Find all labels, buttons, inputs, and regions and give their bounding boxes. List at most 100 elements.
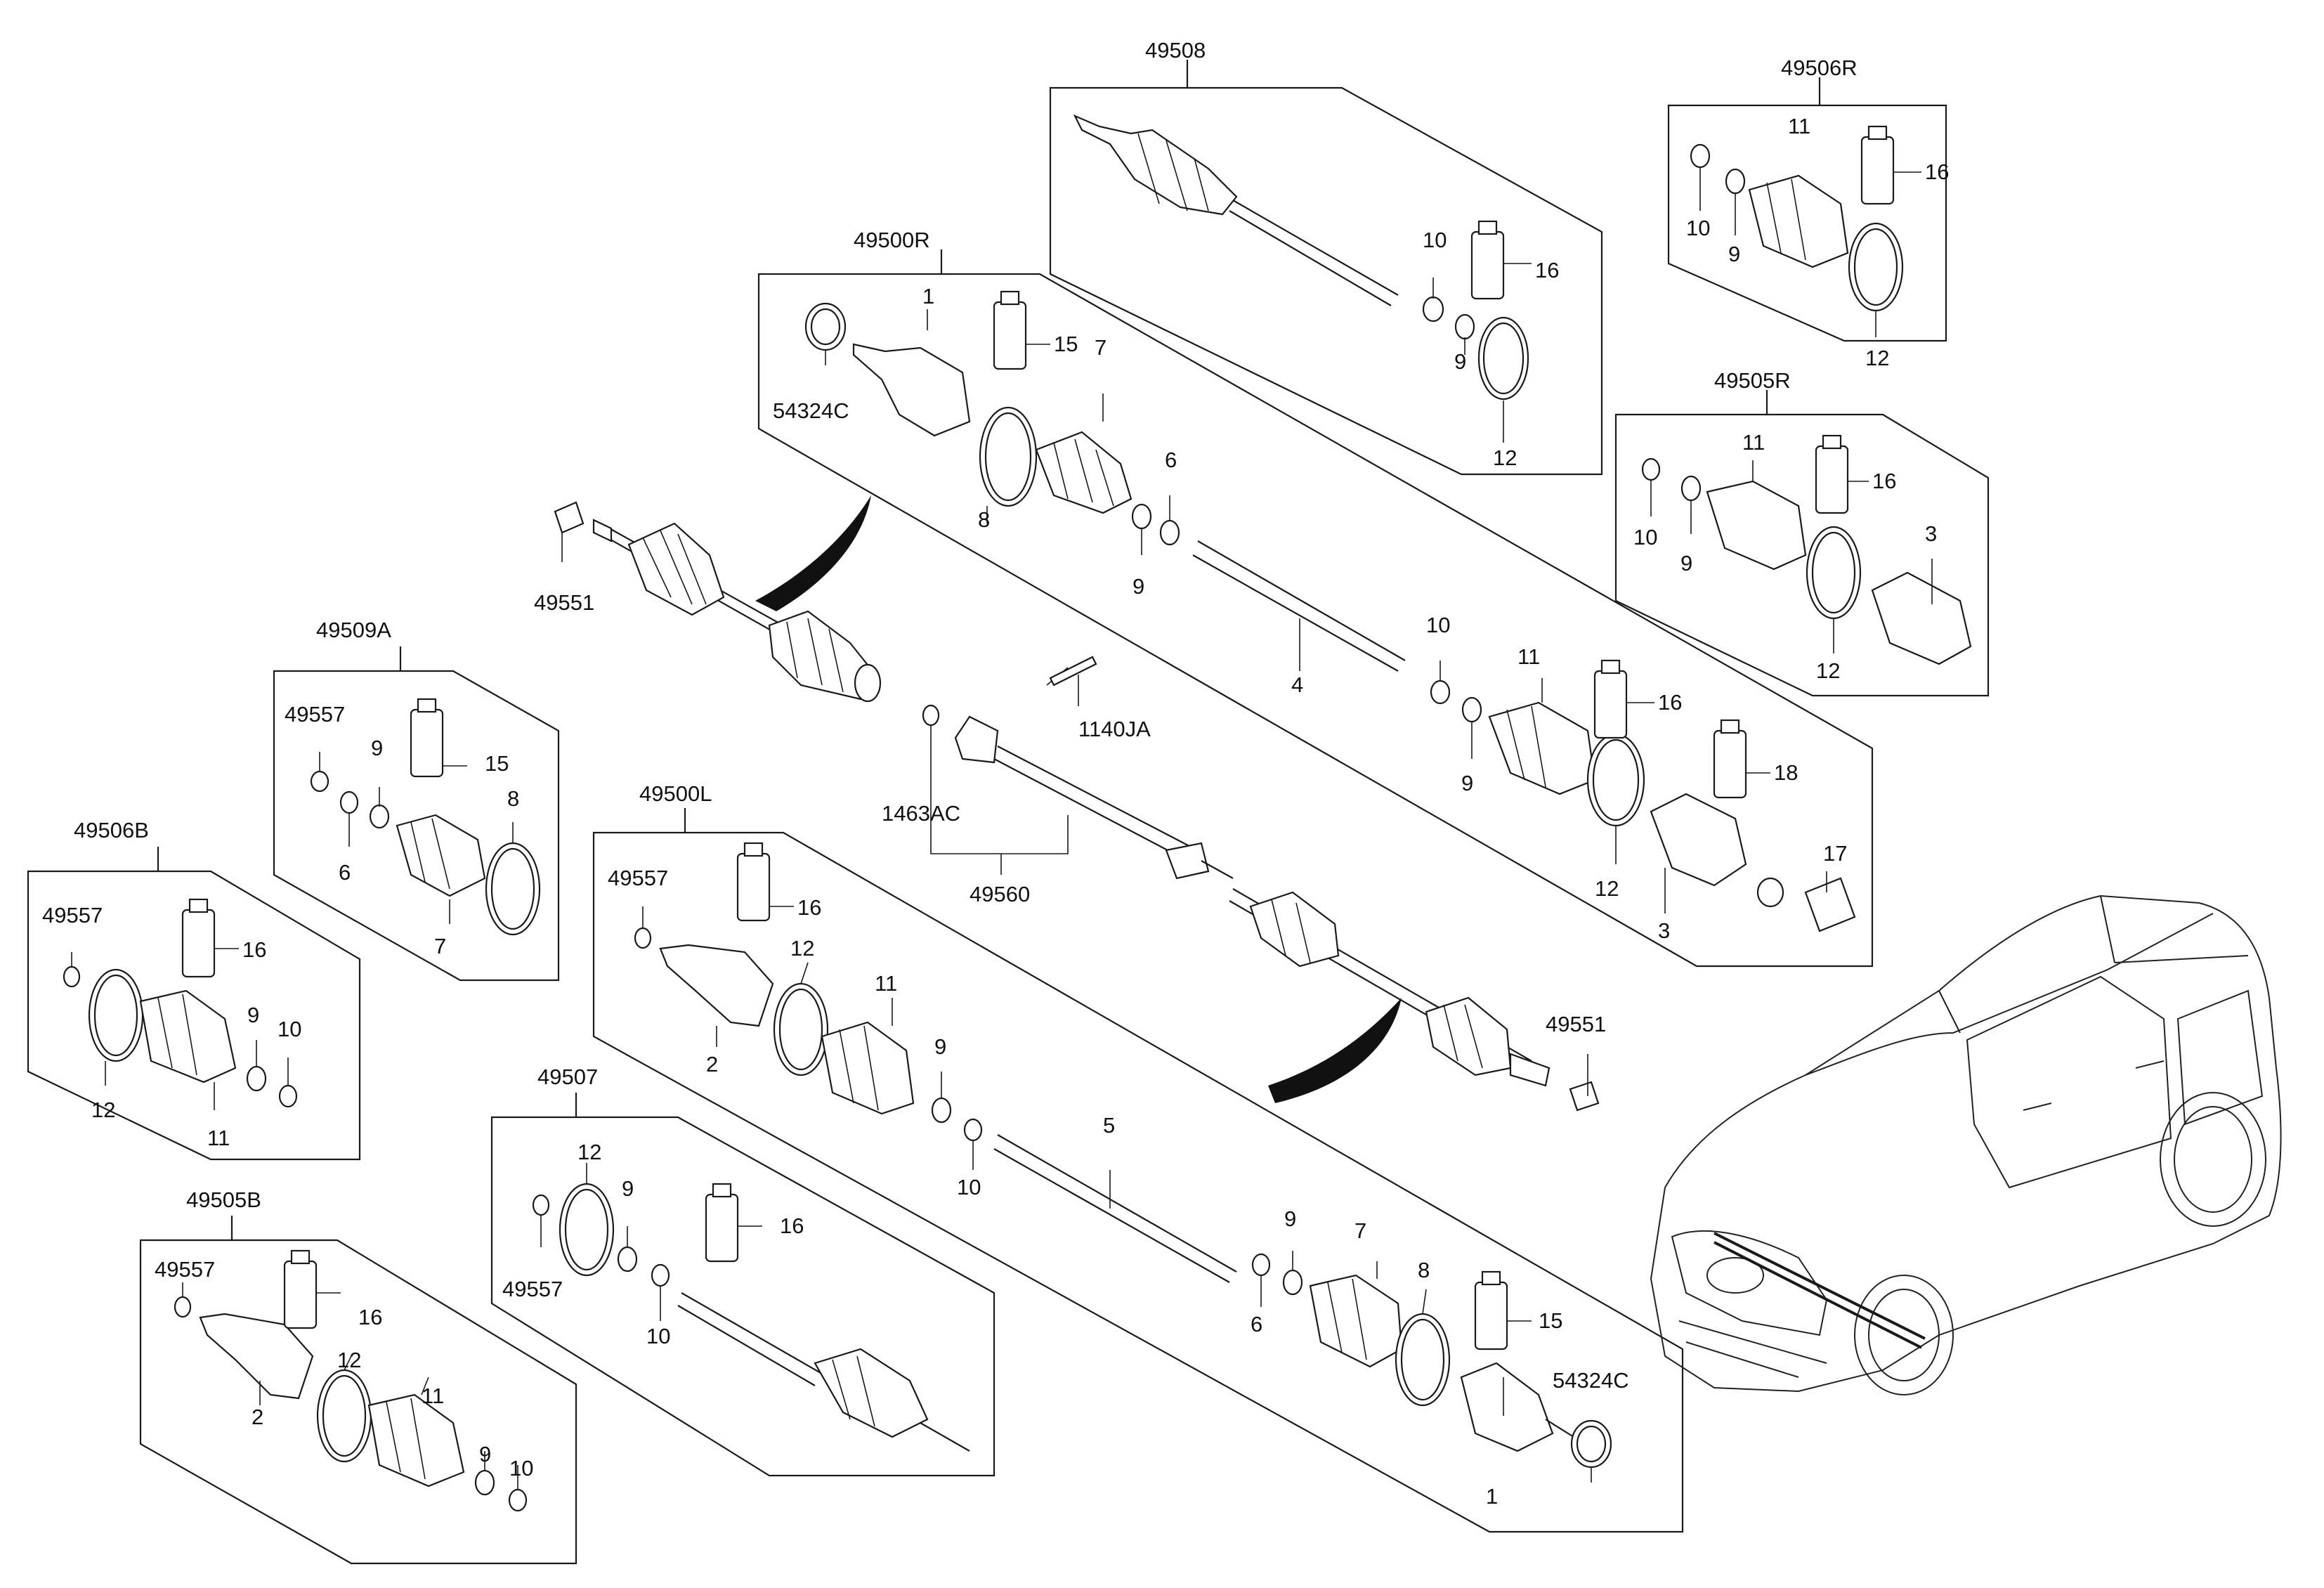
- label-1140JA: 1140JA: [1078, 717, 1151, 741]
- label-49557-49507: 49557: [502, 1277, 563, 1301]
- nut-49551-top: [554, 501, 585, 534]
- label-12: 12: [91, 1098, 115, 1122]
- label-9: 9: [371, 736, 383, 760]
- label-9: 9: [622, 1176, 634, 1201]
- label-8: 8: [1418, 1258, 1430, 1282]
- label-12: 12: [790, 936, 814, 961]
- label-9: 9: [1680, 551, 1692, 575]
- label-2: 2: [252, 1405, 263, 1429]
- car-drive-shaft-mark: [1713, 1232, 1926, 1349]
- label-16: 16: [1535, 258, 1559, 282]
- label-8: 8: [978, 507, 990, 532]
- frame-49505R: [1614, 413, 1990, 697]
- bracket: [954, 715, 999, 764]
- label-10: 10: [957, 1175, 981, 1199]
- frame-49500L: [592, 831, 1684, 1533]
- label-7: 7: [1095, 335, 1106, 360]
- label-9: 9: [1461, 771, 1473, 795]
- label-6: 6: [1165, 448, 1177, 472]
- label-10: 10: [1426, 613, 1450, 637]
- label-9: 9: [1454, 349, 1466, 374]
- frame-49506B: [27, 870, 361, 1161]
- label-1: 1: [922, 284, 934, 308]
- label-16: 16: [1925, 160, 1949, 184]
- label-49551-top: 49551: [534, 590, 594, 615]
- assembly-label-49500L: 49500L: [639, 781, 712, 806]
- assembly-label-49505R: 49505R: [1714, 368, 1791, 393]
- label-11: 11: [1742, 430, 1765, 455]
- label-7: 7: [1354, 1218, 1366, 1243]
- label-10: 10: [1423, 228, 1447, 252]
- label-12: 12: [1865, 346, 1889, 370]
- label-10: 10: [646, 1324, 670, 1348]
- label-49557-49509A: 49557: [285, 702, 345, 727]
- assembly-label-49509A: 49509A: [316, 618, 391, 642]
- label-1: 1: [1486, 1484, 1498, 1509]
- label-6: 6: [1251, 1312, 1262, 1336]
- shaft-49560: [922, 656, 1234, 880]
- label-10: 10: [1686, 216, 1710, 240]
- label-10: 10: [278, 1017, 301, 1041]
- washer-1463AC: [922, 704, 940, 727]
- assembly-label-49560: 49560: [970, 882, 1030, 906]
- frame-49506R: [1667, 104, 1947, 342]
- nut-49551-bottom: [1569, 1081, 1600, 1112]
- label-9: 9: [247, 1003, 259, 1027]
- assembly-label-49500R: 49500R: [854, 228, 930, 252]
- label-16: 16: [358, 1305, 382, 1329]
- lower-assembled-shaft: [1229, 888, 1600, 1112]
- upper-assembled-shaft: [554, 501, 882, 703]
- label-9: 9: [1284, 1206, 1296, 1231]
- label-16: 16: [797, 895, 821, 920]
- label-8: 8: [507, 786, 519, 811]
- label-49557-49500L: 49557: [608, 866, 668, 890]
- label-17: 17: [1823, 841, 1847, 866]
- label-12: 12: [1595, 876, 1619, 901]
- assembly-label-49506R: 49506R: [1781, 56, 1858, 80]
- label-9: 9: [1132, 574, 1144, 599]
- car-illustration: [1650, 894, 2282, 1395]
- assembly-label-49505B: 49505B: [186, 1187, 261, 1212]
- frame-49505B: [139, 1239, 577, 1565]
- label-11: 11: [1517, 644, 1540, 669]
- pointer-wedge-upper: [755, 495, 871, 611]
- assembly-label-49507: 49507: [537, 1065, 598, 1089]
- label-49551-bottom: 49551: [1546, 1012, 1606, 1036]
- label-15: 15: [485, 751, 509, 776]
- label-11: 11: [422, 1384, 444, 1408]
- label-10: 10: [1633, 525, 1657, 549]
- label-49557-49505B: 49557: [155, 1257, 215, 1282]
- assembly-label-49508: 49508: [1145, 38, 1206, 63]
- label-2: 2: [706, 1052, 718, 1076]
- label-15: 15: [1539, 1308, 1562, 1333]
- label-12: 12: [1816, 658, 1840, 683]
- label-16: 16: [1658, 690, 1682, 715]
- label-54324C-top: 54324C: [773, 398, 849, 423]
- bolt-1140JA: [1049, 656, 1097, 686]
- leader-lines: [71, 167, 1933, 1490]
- label-9: 9: [479, 1442, 491, 1466]
- label-9: 9: [1728, 242, 1740, 266]
- label-5: 5: [1103, 1113, 1115, 1138]
- label-16: 16: [780, 1213, 804, 1238]
- label-15: 15: [1054, 332, 1078, 356]
- frame-49507: [490, 1116, 995, 1477]
- central-shafts: [554, 495, 1600, 1112]
- label-54324C-bottom: 54324C: [1553, 1368, 1629, 1393]
- label-11: 11: [207, 1126, 230, 1150]
- labels: 49508 49506R 49500R 49505R 49509A 49506B…: [42, 38, 1949, 1509]
- label-9: 9: [934, 1034, 946, 1059]
- label-12: 12: [337, 1348, 361, 1372]
- label-4: 4: [1291, 672, 1303, 697]
- label-3: 3: [1925, 521, 1937, 546]
- label-11: 11: [875, 971, 897, 996]
- label-16: 16: [242, 937, 266, 962]
- label-10: 10: [509, 1456, 533, 1480]
- assembly-label-49506B: 49506B: [74, 818, 149, 842]
- frame-49508: [1049, 86, 1603, 476]
- pointer-wedge-lower: [1268, 998, 1402, 1103]
- label-6: 6: [339, 860, 351, 885]
- label-7: 7: [434, 934, 446, 958]
- label-49557-49506B: 49557: [42, 903, 103, 928]
